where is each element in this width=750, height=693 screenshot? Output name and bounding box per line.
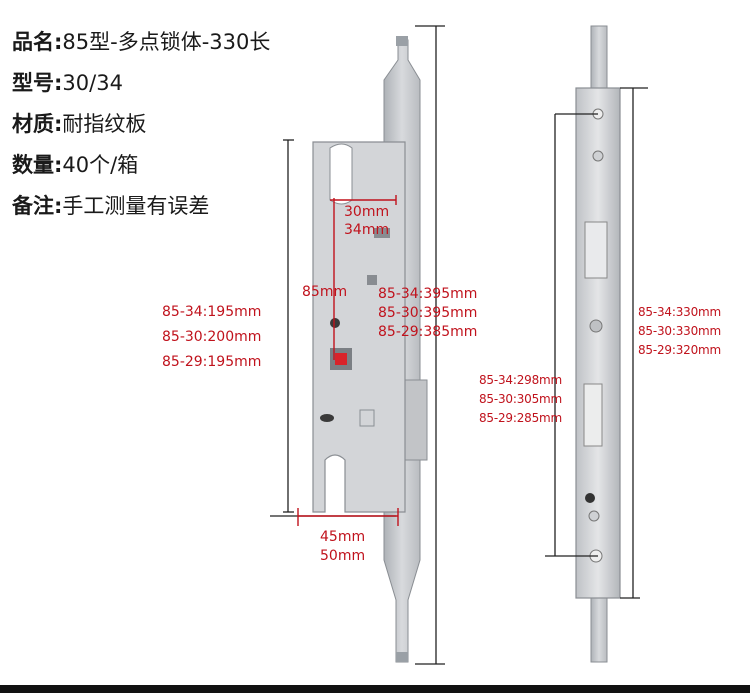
spec-value: 耐指纹板: [62, 112, 147, 136]
hole-distance-label-2: 85-30:305mm: [479, 392, 562, 406]
spec-value: 85型-多点锁体-330长: [62, 30, 271, 54]
spec-value: 40个/箱: [62, 153, 139, 177]
body-length-label-1: 85-34:195mm: [162, 304, 262, 320]
spec-model: 型号:30/34: [12, 65, 270, 106]
right-strike-plate: [575, 25, 621, 663]
backset-label: 85mm: [302, 284, 348, 300]
spec-quantity: 数量:40个/箱: [12, 147, 270, 188]
bottom-bar: [0, 685, 750, 693]
spec-label: 型号:: [12, 71, 63, 95]
face-width-label-2: 50mm: [320, 548, 366, 564]
spec-product-name: 品名:85型-多点锁体-330长: [12, 24, 270, 65]
plate-length-label-3: 85-29:320mm: [638, 343, 721, 357]
body-length-label-2: 85-30:200mm: [162, 329, 262, 345]
spec-list: 品名:85型-多点锁体-330长 型号:30/34 材质:耐指纹板 数量:40个…: [12, 24, 270, 229]
right-dimension-lines: [545, 87, 648, 599]
left-lock-body: [312, 141, 428, 513]
total-length-label-3: 85-29:385mm: [378, 324, 478, 340]
face-width-label-1: 45mm: [320, 529, 366, 545]
hole-distance-label-3: 85-29:285mm: [479, 411, 562, 425]
spec-value: 30/34: [62, 71, 123, 95]
spec-remark: 备注:手工测量有误差: [12, 188, 270, 229]
body-length-label-3: 85-29:195mm: [162, 354, 262, 370]
plate-length-label-1: 85-34:330mm: [638, 305, 721, 319]
spec-value: 手工测量有误差: [62, 194, 210, 218]
spec-label: 材质:: [12, 112, 63, 136]
spec-label: 品名:: [12, 30, 63, 54]
inner-width-label-2: 34mm: [344, 222, 390, 238]
hole-distance-label-1: 85-34:298mm: [479, 373, 562, 387]
total-length-label-1: 85-34:395mm: [378, 286, 478, 302]
total-length-label-2: 85-30:395mm: [378, 305, 478, 321]
left-red-marks: [297, 195, 399, 526]
inner-width-label-1: 30mm: [344, 204, 390, 220]
spec-material: 材质:耐指纹板: [12, 106, 270, 147]
spec-label: 备注:: [12, 194, 63, 218]
plate-length-label-2: 85-30:330mm: [638, 324, 721, 338]
spec-label: 数量:: [12, 153, 63, 177]
